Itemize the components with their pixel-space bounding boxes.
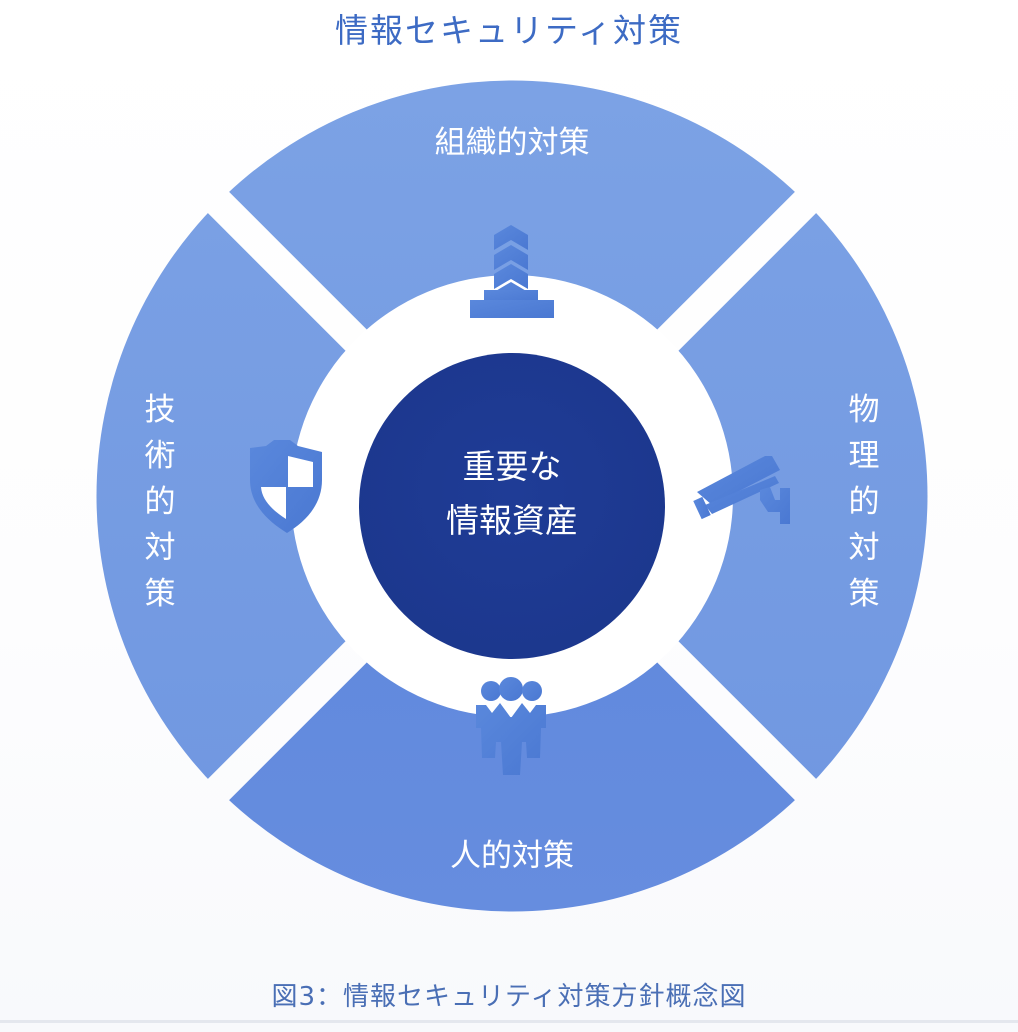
security-camera-icon <box>693 456 790 524</box>
figure-caption: 図3：情報セキュリティ対策方針概念図 <box>271 982 747 1012</box>
diagram-title: 情報セキュリティ対策 <box>334 11 684 50</box>
svg-text:技: 技 <box>145 392 176 428</box>
svg-text:理: 理 <box>849 438 880 474</box>
center-label-line2: 情報資産 <box>446 501 578 540</box>
building-tower-icon <box>470 225 554 318</box>
center-core-circle <box>359 353 665 659</box>
svg-text:策: 策 <box>849 576 880 612</box>
label-human: 人的対策 <box>450 838 574 874</box>
label-physical-vertical: 物 理 的 対 策 <box>849 392 880 612</box>
label-technical-vertical: 技 術 的 対 策 <box>145 392 176 612</box>
svg-text:物: 物 <box>849 392 880 428</box>
label-organizational: 組織的対策 <box>435 125 590 161</box>
center-label-line1: 重要な <box>463 447 562 486</box>
bottom-divider <box>0 1020 1018 1023</box>
svg-text:対: 対 <box>145 530 176 566</box>
svg-text:的: 的 <box>849 484 880 520</box>
people-group-icon <box>476 677 546 775</box>
svg-text:術: 術 <box>145 438 176 474</box>
svg-text:対: 対 <box>849 530 880 566</box>
svg-text:的: 的 <box>145 484 176 520</box>
svg-text:策: 策 <box>145 576 176 612</box>
shield-icon <box>250 440 322 533</box>
